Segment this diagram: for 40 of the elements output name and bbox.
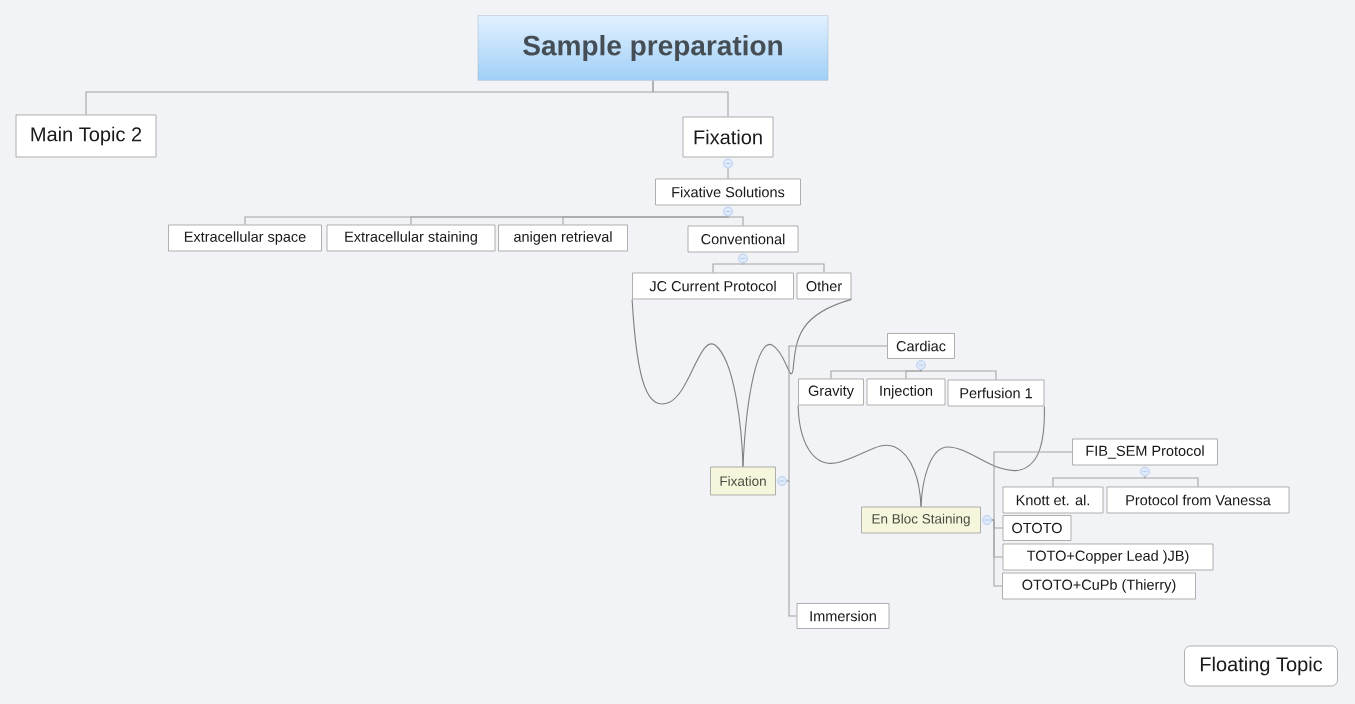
summary-brace [920,405,1045,508]
topic-box: JC Current Protocol [632,272,794,300]
topic-box: Fixative Solutions [655,178,801,206]
connector-line [786,480,798,617]
topic-box: OTOTO+CuPb (Thierry) [1002,572,1196,600]
connector-line [652,80,729,118]
topic-box: OTOTO [1002,515,1072,541]
topic-box: Fixation [682,116,774,158]
topic-box: Protocol from Vanessa [1106,486,1290,514]
connector-line [920,369,997,381]
topic-box: Main Topic 2 [15,114,157,158]
topic-box: Extracellular staining [326,224,496,252]
connector-line [1052,475,1146,488]
connector-line [727,215,744,227]
connector-line [562,215,729,226]
topic-box: Cardiac [887,333,955,359]
topic-box: Other [796,272,852,300]
connector-line [727,167,729,180]
connector-line [1144,475,1199,488]
connector-line [786,345,888,482]
topic-box: Gravity [798,378,864,406]
topic-box: Sample preparation [477,15,829,81]
topic-box: Extracellular space [168,224,322,252]
topic-box: Immersion [796,603,890,629]
summary-box: En Bloc Staining [861,506,981,534]
topic-box: Conventional [687,225,799,253]
topic-box: FIB_SEM Protocol [1072,438,1218,466]
connector-line [742,262,825,274]
topic-box: anigen retrieval [498,224,628,252]
topic-box: TOTO+Copper Lead )JB) [1002,543,1214,571]
summary-brace [742,298,852,468]
topic-box: Perfusion 1 [947,379,1045,407]
topic-box: Injection [866,378,946,406]
connector-line [905,369,922,380]
topic-box: Knott et. al. [1002,486,1104,514]
connector-line [712,262,744,274]
floating-topic-box: Floating Topic [1184,645,1338,687]
connector-line [991,519,1003,587]
summary-box: Fixation [710,466,776,496]
connector-line [991,451,1073,521]
